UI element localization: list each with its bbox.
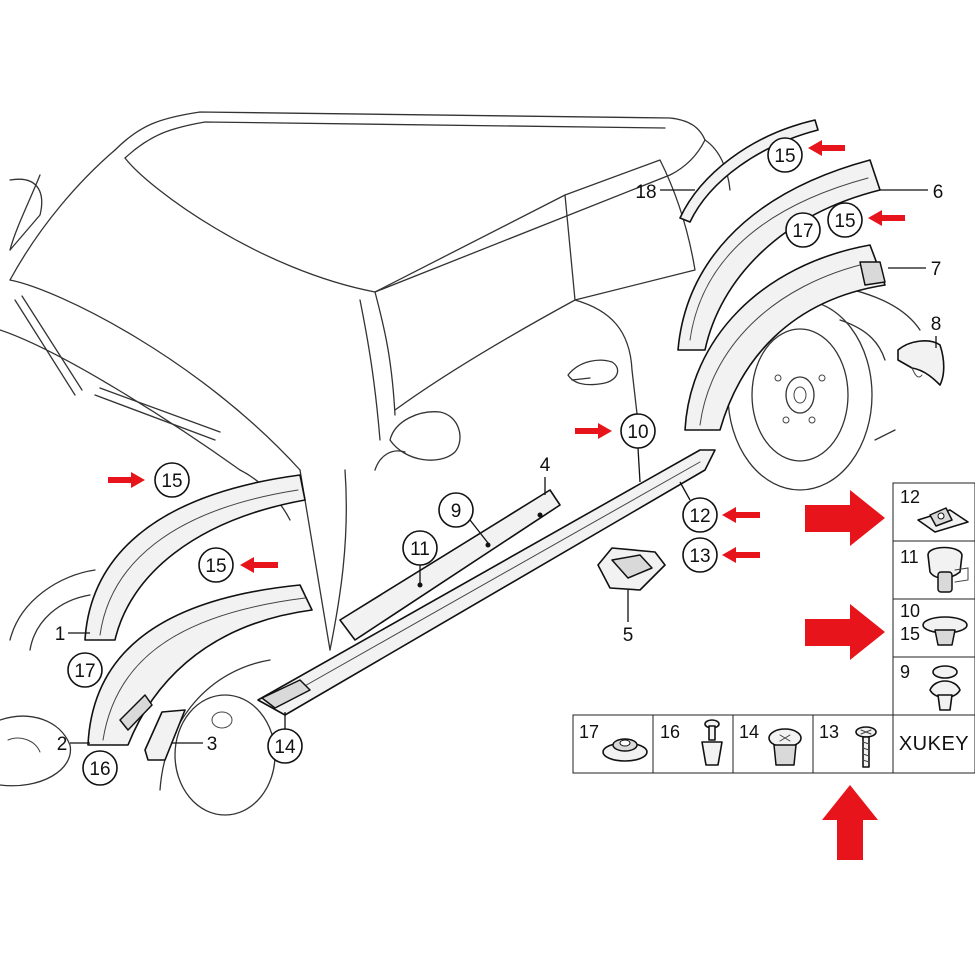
legend-col-label: 15 bbox=[900, 624, 920, 644]
screw-icon bbox=[855, 726, 877, 768]
part-4-sill-cover bbox=[257, 449, 716, 716]
callout-circle bbox=[438, 492, 474, 528]
arrow-left-icon bbox=[240, 557, 278, 573]
car-outline bbox=[0, 111, 921, 816]
callout-9: 9 bbox=[451, 501, 462, 522]
callout-3: 3 bbox=[207, 734, 218, 755]
legend-row-label: 16 bbox=[660, 722, 680, 742]
arrow-left-icon bbox=[722, 547, 760, 563]
callout-circle bbox=[154, 462, 190, 498]
callout-14: 14 bbox=[274, 737, 296, 758]
brand-label: XUKEY bbox=[899, 733, 969, 755]
clip-hole bbox=[537, 512, 543, 518]
legend-cell bbox=[892, 714, 975, 774]
callout-circle bbox=[827, 202, 863, 238]
callout-12: 12 bbox=[689, 506, 710, 527]
callout-16: 16 bbox=[89, 759, 110, 780]
part-5-jack-pad bbox=[597, 547, 666, 591]
callout-15-left-upper: 15 bbox=[161, 471, 182, 492]
callout-circle bbox=[198, 547, 234, 583]
leader-line bbox=[637, 447, 641, 483]
callout-circle bbox=[682, 537, 718, 573]
clip-hole bbox=[485, 542, 491, 548]
part-18-rear-arch-strip bbox=[679, 119, 819, 223]
arrow-right-icon bbox=[108, 472, 145, 488]
callout-4: 4 bbox=[540, 455, 551, 476]
parts-legend: 12 11 10 15 9 bbox=[572, 482, 975, 774]
leader-line bbox=[469, 519, 489, 544]
callout-18: 18 bbox=[635, 182, 656, 203]
big-arrow-up-icon bbox=[822, 785, 878, 860]
callout-2: 2 bbox=[57, 734, 68, 755]
grommet-icon bbox=[927, 546, 969, 593]
callout-circle bbox=[785, 212, 821, 248]
callout-circle bbox=[82, 750, 118, 786]
push-rivet-icon bbox=[922, 616, 968, 646]
part-3-trim-piece bbox=[144, 709, 186, 761]
callout-8: 8 bbox=[931, 314, 942, 335]
callout-10: 10 bbox=[627, 422, 648, 443]
callout-17-lower: 17 bbox=[74, 661, 95, 682]
callout-15-top: 15 bbox=[774, 146, 795, 167]
callout-11: 11 bbox=[410, 539, 430, 560]
arrow-left-icon bbox=[808, 140, 845, 156]
big-red-arrows bbox=[805, 490, 885, 860]
callout-17-upper: 17 bbox=[792, 221, 813, 242]
callouts: 15 18 6 17 15 7 8 10 4 15 9 bbox=[55, 137, 944, 786]
leader-line bbox=[679, 481, 691, 501]
part-7-rear-arch-inner bbox=[684, 244, 886, 431]
part-2-front-arch-lower bbox=[87, 584, 313, 746]
expanding-nut-icon bbox=[768, 728, 802, 766]
legend-row-label: 14 bbox=[739, 722, 759, 742]
legend-col-label: 9 bbox=[900, 662, 910, 682]
big-arrow-right-icon bbox=[805, 604, 885, 660]
legend-row-label: 13 bbox=[819, 722, 839, 742]
callout-circle bbox=[682, 497, 718, 533]
clip-hole bbox=[417, 582, 423, 588]
callout-6: 6 bbox=[933, 182, 944, 203]
callout-circle bbox=[767, 137, 803, 173]
arrow-left-icon bbox=[868, 210, 905, 226]
red-pointer-arrows bbox=[108, 140, 905, 573]
part-8-bracket bbox=[897, 340, 945, 386]
callout-1: 1 bbox=[55, 624, 66, 645]
callout-13: 13 bbox=[689, 546, 710, 567]
arrow-left-icon bbox=[722, 507, 760, 523]
legend-row-label: 17 bbox=[579, 722, 599, 742]
arrow-right-icon bbox=[575, 423, 612, 439]
screw-washer-icon bbox=[701, 719, 723, 766]
legend-col-label: 11 bbox=[900, 547, 919, 567]
big-arrow-right-icon bbox=[805, 490, 885, 546]
clip-nut-icon bbox=[917, 507, 969, 533]
legend-col-label: 12 bbox=[900, 487, 920, 507]
callout-7: 7 bbox=[931, 259, 942, 280]
callout-5: 5 bbox=[623, 625, 634, 646]
washer-icon bbox=[602, 738, 648, 762]
fir-tree-clip-icon bbox=[929, 665, 961, 711]
callout-15-mid: 15 bbox=[834, 211, 855, 232]
callout-circle bbox=[67, 652, 103, 688]
part-6-rear-arch-outer bbox=[677, 159, 881, 351]
callout-15-left-mid: 15 bbox=[205, 556, 226, 577]
part-1-front-arch-upper bbox=[84, 474, 306, 641]
legend-col-label: 10 bbox=[900, 601, 920, 621]
